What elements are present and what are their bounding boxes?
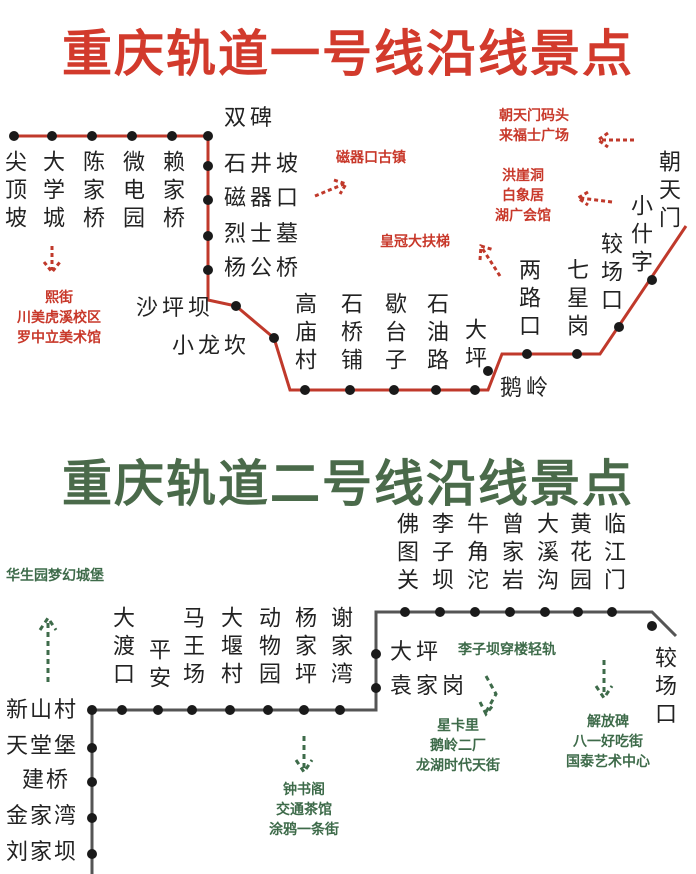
attraction-text: 来福士广场 xyxy=(499,128,569,144)
station-xinshancun: 新山村 xyxy=(6,698,79,723)
station-fotuguan: 佛图关 xyxy=(393,512,418,596)
attraction-text: 国泰艺术中心 xyxy=(566,754,650,770)
line1-station-dots xyxy=(9,131,657,395)
station-qixinggang: 七星岗 xyxy=(563,258,588,342)
line1-title: 重庆轨道一号线沿线景点 xyxy=(62,25,634,83)
line1-arrows xyxy=(42,131,634,277)
attraction-text: 钟书阁 xyxy=(283,782,325,798)
attraction-text: 朝天门码头 xyxy=(499,108,569,124)
station-jinjiawan: 金家湾 xyxy=(6,804,79,829)
line1-route xyxy=(14,134,688,392)
station-jiaochangkou-2: 较场口 xyxy=(651,646,676,730)
station-gaomiaocun: 高庙村 xyxy=(291,292,316,376)
station-shijingpo: 石井坡 xyxy=(224,152,303,177)
station-getaizi: 歇台子 xyxy=(381,292,406,376)
station-shiyoulu: 石油路 xyxy=(423,292,448,376)
attraction-chaotian: 朝天门码头 来福士广场 xyxy=(486,106,582,146)
station-weidian: 微电园 xyxy=(119,150,144,234)
attraction-text: 八一好吃街 xyxy=(573,734,643,750)
attraction-liziba-rail: 李子坝穿楼轻轨 xyxy=(458,640,556,660)
attraction-xijie: 熙街 川美虎溪校区 罗中立美术馆 xyxy=(4,288,114,348)
station-eling: 鹅岭 xyxy=(500,376,553,401)
station-shiqiaopu: 石桥铺 xyxy=(337,292,362,376)
line2-station-dots xyxy=(87,607,657,859)
station-linjiangmen: 临江门 xyxy=(600,512,625,596)
station-daping-2: 大坪 xyxy=(390,640,443,665)
station-liujiaba: 刘家坝 xyxy=(6,840,79,865)
line2-arrows xyxy=(38,615,614,775)
attraction-text: 交通茶馆 xyxy=(276,802,332,818)
station-daxuecheng: 大学城 xyxy=(39,150,64,234)
station-jiaochangkou-1: 较场口 xyxy=(597,232,622,316)
station-dongwuyuan: 动物园 xyxy=(255,606,280,690)
station-shapingba: 沙坪坝 xyxy=(136,296,215,321)
station-yanggongqiao: 杨公桥 xyxy=(224,256,303,281)
attraction-text: 华生园梦幻城堡 xyxy=(6,568,104,584)
station-xiejiawan: 谢家湾 xyxy=(327,606,352,690)
station-xilukou: 两路口 xyxy=(515,258,540,342)
station-lieshimu: 烈士墓 xyxy=(224,222,303,247)
attraction-text: 洪崖洞 xyxy=(502,168,544,184)
station-shuangbei: 双碑 xyxy=(224,106,277,131)
line2-title: 重庆轨道二号线沿线景点 xyxy=(62,455,634,513)
attraction-text: 星卡里 xyxy=(437,718,479,734)
station-laijiaqiao: 赖家桥 xyxy=(159,150,184,234)
station-jianding: 尖顶坡 xyxy=(1,150,26,234)
station-mawangchang: 马王场 xyxy=(179,606,204,690)
line2-route xyxy=(90,610,678,874)
attraction-text: 白象居 xyxy=(502,188,544,204)
station-xiaoshizi: 小什字 xyxy=(627,194,652,278)
station-niujiaotuo: 牛角沱 xyxy=(463,512,488,596)
attraction-text: 磁器口古镇 xyxy=(336,150,406,166)
station-tiantangbao: 天堂堡 xyxy=(6,734,79,759)
attraction-huasheng: 华生园梦幻城堡 xyxy=(6,566,104,586)
attraction-text: 李子坝穿楼轻轨 xyxy=(458,642,556,658)
attraction-huangguan: 皇冠大扶梯 xyxy=(380,232,450,252)
station-yangjiaping: 杨家坪 xyxy=(291,606,316,690)
attraction-text: 湖广会馆 xyxy=(495,208,551,224)
station-yuanjiagang: 袁家岗 xyxy=(390,674,469,699)
attraction-text: 皇冠大扶梯 xyxy=(380,234,450,250)
attraction-text: 解放碑 xyxy=(587,714,629,730)
attraction-hongyadong: 洪崖洞 白象居 湖广会馆 xyxy=(480,166,566,226)
attraction-zhongshuge: 钟书阁 交通茶馆 涂鸦一条街 xyxy=(254,780,354,840)
station-dadukou: 大渡口 xyxy=(109,606,134,690)
attraction-text: 鹅岭二厂 xyxy=(430,738,486,754)
attraction-xingkali: 星卡里 鹅岭二厂 龙湖时代天街 xyxy=(398,716,518,776)
station-jianqiao: 建桥 xyxy=(22,768,71,793)
attraction-text: 龙湖时代天街 xyxy=(416,758,500,774)
attraction-ciqikou-town: 磁器口古镇 xyxy=(336,148,406,168)
attraction-text: 熙街 xyxy=(45,290,73,306)
station-chaotianmen: 朝天门 xyxy=(655,150,680,234)
attraction-text: 川美虎溪校区 xyxy=(17,310,101,326)
station-zengjiayan: 曾家岩 xyxy=(498,512,523,596)
station-liziba: 李子坝 xyxy=(428,512,453,596)
station-xiaolongkan: 小龙坎 xyxy=(172,334,251,359)
station-chenjiaqiao: 陈家桥 xyxy=(79,150,104,234)
station-dayancun: 大堰村 xyxy=(217,606,242,690)
attraction-jiefangbei: 解放碑 八一好吃街 国泰艺术中心 xyxy=(552,712,664,772)
station-daping-1: 大坪 xyxy=(461,318,486,374)
station-pingan: 平安 xyxy=(145,638,170,694)
station-ciqikou: 磁器口 xyxy=(224,186,303,211)
attraction-text: 罗中立美术馆 xyxy=(17,330,101,346)
station-huanghuayuan: 黄花园 xyxy=(566,512,591,596)
station-daxigou: 大溪沟 xyxy=(533,512,558,596)
attraction-text: 涂鸦一条街 xyxy=(269,822,339,838)
